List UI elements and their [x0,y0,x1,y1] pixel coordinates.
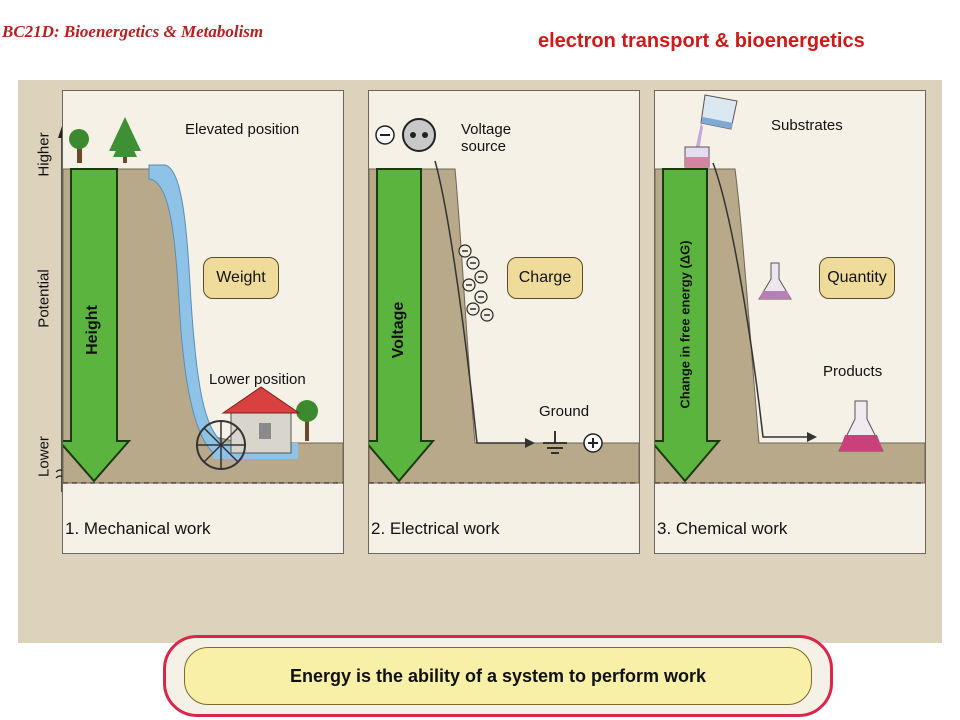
voltage-source-label: Voltage source [461,121,511,155]
panel-electrical: Voltage Voltage source Charge Ground 2. … [368,90,640,554]
ground-label: Ground [539,403,590,420]
quantity-box: Quantity [819,257,895,299]
free-energy-arrow [655,168,722,483]
substrate-beaker-icon [684,146,710,168]
water-wheel-icon [196,420,246,470]
lower-position-label: Lower position [209,371,306,388]
ground-symbol-icon [543,431,567,454]
voltage-source-icon [402,118,436,152]
plus-terminal-icon [583,433,603,453]
panel-chemical: Change in free energy (ΔG) Substrates Qu… [654,90,926,554]
course-title: BC21D: Bioenergetics & Metabolism [2,22,264,41]
substrates-label: Substrates [771,117,843,134]
voltage-arrow-label: Voltage [390,301,407,359]
weight-box: Weight [203,257,279,299]
energy-work-figure: Higher Potential Lower [18,80,942,717]
free-energy-arrow-label: Change in free energy (ΔG) [677,240,693,409]
product-flask-icon [838,400,884,452]
mechanical-work-caption: 1. Mechanical work [65,519,211,538]
tree-icon [77,143,82,163]
definition-text: Energy is the ability of a system to per… [184,647,812,705]
chemical-work-caption: 3. Chemical work [657,519,788,538]
minus-terminal-icon [375,125,395,145]
pouring-beaker-icon [695,94,738,151]
products-label: Products [823,363,883,380]
voltage-arrow [369,168,436,483]
charge-box: Charge [507,257,583,299]
definition-banner: Energy is the ability of a system to per… [163,635,833,717]
electrical-illustration [369,118,639,484]
panel-mechanical: Height Elevated position Weight Lower po… [62,90,344,554]
height-arrow [63,168,132,483]
electrical-work-caption: 2. Electrical work [371,519,500,538]
chemical-illustration [655,94,925,484]
voltage-source-label-text: Voltage source [461,121,512,155]
elevated-position-label: Elevated position [185,121,300,138]
slide-topic: electron transport & bioenergetics [538,30,865,52]
mechanical-illustration [63,117,343,484]
flask-medium-icon [758,262,792,300]
height-arrow-label: Height [84,305,101,355]
